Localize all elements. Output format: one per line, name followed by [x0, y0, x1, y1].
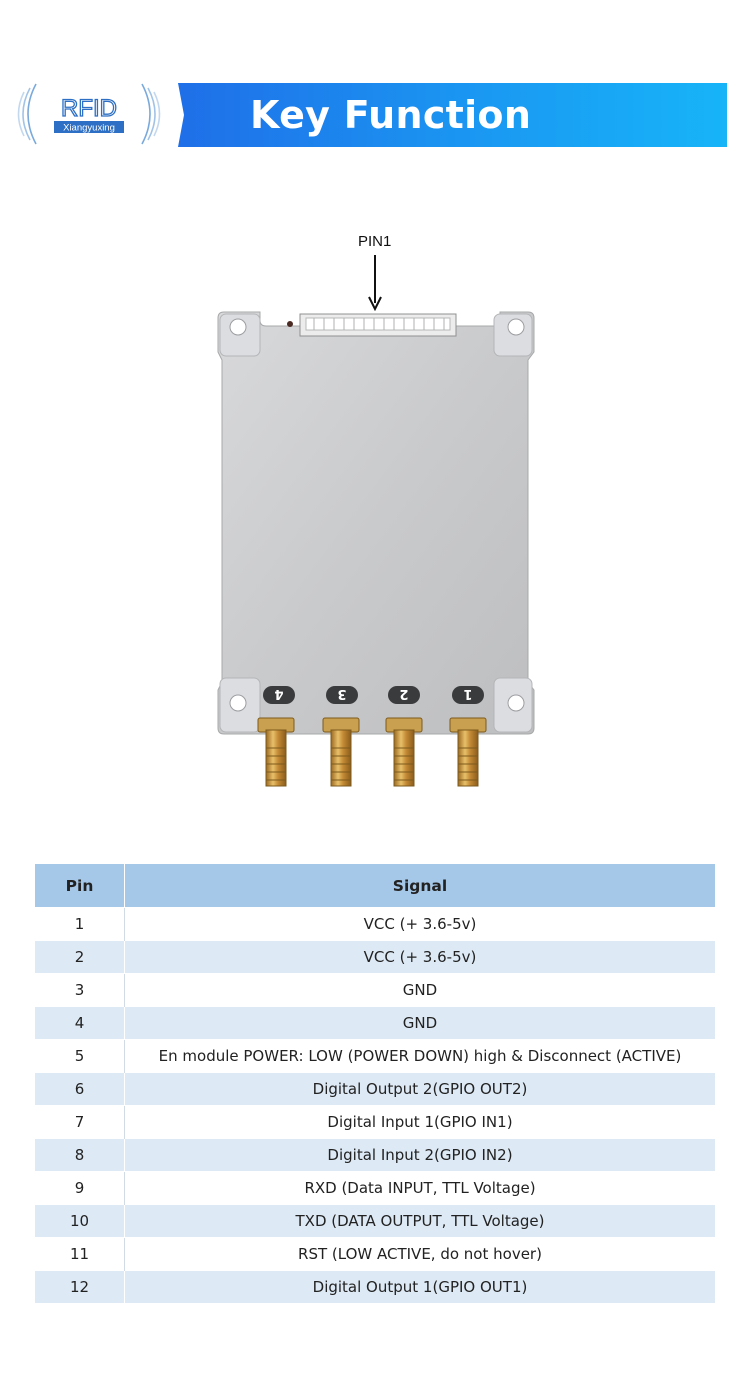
signal-cell: En module POWER: LOW (POWER DOWN) high &… — [124, 1039, 715, 1073]
table-row: 10 TXD (DATA OUTPUT, TTL Voltage) — [35, 1204, 715, 1238]
signal-cell: VCC (+ 3.6-5v) — [124, 907, 715, 941]
signal-cell: Digital Input 2(GPIO IN2) — [124, 1138, 715, 1172]
table-row: 8 Digital Input 2(GPIO IN2) — [35, 1138, 715, 1172]
table-row: 9 RXD (Data INPUT, TTL Voltage) — [35, 1171, 715, 1205]
down-arrow-icon — [368, 255, 382, 311]
signal-cell: GND — [124, 1006, 715, 1040]
table-row: 3 GND — [35, 973, 715, 1007]
rfid-module-image: 4 3 2 1 — [217, 311, 535, 787]
table-row: 6 Digital Output 2(GPIO OUT2) — [35, 1072, 715, 1106]
pin-cell: 12 — [35, 1270, 125, 1303]
title-banner: Key Function — [178, 83, 727, 147]
port-label-3: 3 — [337, 686, 346, 701]
sma-connectors — [257, 717, 487, 787]
signal-cell: Digital Output 1(GPIO OUT1) — [124, 1270, 715, 1303]
pin-cell: 5 — [35, 1039, 125, 1073]
signal-cell: Digital Output 2(GPIO OUT2) — [124, 1072, 715, 1106]
svg-text:RFID: RFID — [61, 95, 117, 122]
pin-cell: 1 — [35, 907, 125, 941]
table-header-row: Pin Signal — [35, 864, 715, 908]
table-row: 11 RST (LOW ACTIVE, do not hover) — [35, 1237, 715, 1271]
pin-cell: 7 — [35, 1105, 125, 1139]
page-title: Key Function — [250, 93, 532, 137]
table-row: 12 Digital Output 1(GPIO OUT1) — [35, 1270, 715, 1303]
port-label-2: 2 — [399, 686, 408, 701]
table-row: 5 En module POWER: LOW (POWER DOWN) high… — [35, 1039, 715, 1073]
pin-cell: 3 — [35, 973, 125, 1007]
pin-cell: 9 — [35, 1171, 125, 1205]
signal-cell: GND — [124, 973, 715, 1007]
table-row: 2 VCC (+ 3.6-5v) — [35, 940, 715, 974]
signal-cell: VCC (+ 3.6-5v) — [124, 940, 715, 974]
table-row: 1 VCC (+ 3.6-5v) — [35, 907, 715, 941]
pin1-label: PIN1 — [358, 233, 392, 250]
pin-cell: 10 — [35, 1204, 125, 1238]
rfid-logo: RFID Xiangyuxing — [17, 83, 161, 145]
port-label-1: 1 — [463, 686, 472, 701]
signal-cell: RXD (Data INPUT, TTL Voltage) — [124, 1171, 715, 1205]
table-row: 7 Digital Input 1(GPIO IN1) — [35, 1105, 715, 1139]
pin-cell: 11 — [35, 1237, 125, 1271]
signal-cell: Digital Input 1(GPIO IN1) — [124, 1105, 715, 1139]
port-label-4: 4 — [274, 686, 283, 701]
column-header-signal: Signal — [124, 864, 715, 908]
pin-signal-table: Pin Signal 1 VCC (+ 3.6-5v) 2 VCC (+ 3.6… — [35, 864, 715, 1303]
column-header-pin: Pin — [35, 864, 125, 908]
signal-cell: TXD (DATA OUTPUT, TTL Voltage) — [124, 1204, 715, 1238]
pin-cell: 2 — [35, 940, 125, 974]
pin-cell: 8 — [35, 1138, 125, 1172]
signal-cell: RST (LOW ACTIVE, do not hover) — [124, 1237, 715, 1271]
svg-text:Xiangyuxing: Xiangyuxing — [63, 123, 115, 134]
pin-cell: 4 — [35, 1006, 125, 1040]
pin-cell: 6 — [35, 1072, 125, 1106]
table-row: 4 GND — [35, 1006, 715, 1040]
